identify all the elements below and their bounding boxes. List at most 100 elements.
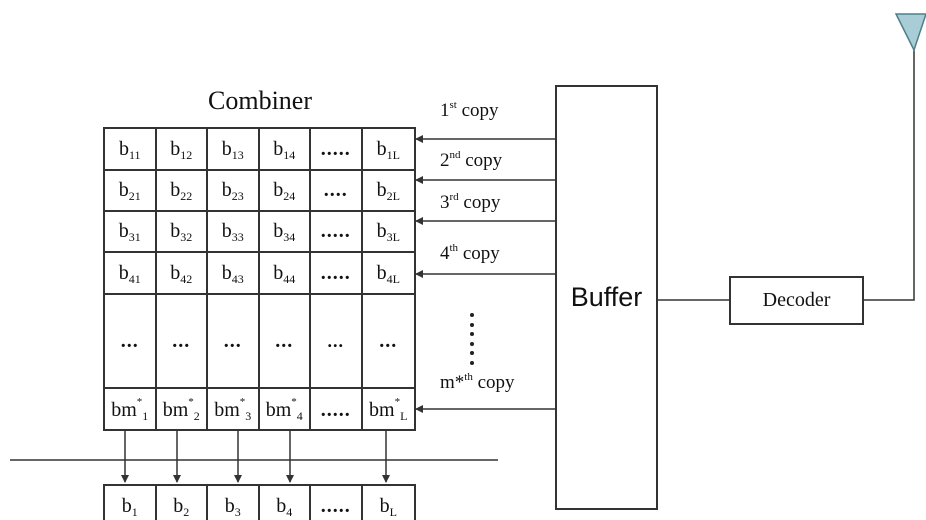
bit-subscript: 32 [180, 230, 193, 244]
combiner-cell-r5-c2: ... [156, 295, 208, 389]
combiner-cell-r6-c5: ..... [311, 389, 363, 431]
combiner-cell-r3-c5: ..... [311, 212, 363, 253]
bit-subscript: 4L [386, 271, 400, 286]
ellipsis-text: ... [223, 329, 242, 352]
bit-subscript: 11 [128, 147, 141, 162]
ellipsis-text: ..... [320, 494, 351, 517]
antenna-icon [894, 13, 926, 52]
copy-ordinal: nd [449, 149, 461, 161]
combiner-cell-r4-c5: ..... [311, 253, 363, 295]
ellipsis-text: ..... [320, 137, 351, 160]
ellipsis-text: ..... [320, 261, 351, 284]
bit-base: b [376, 137, 387, 160]
ellipsis-text: ... [379, 329, 398, 352]
bit-base: bm [369, 398, 395, 421]
bit-subscript: 43 [231, 271, 244, 286]
vertical-ellipsis [467, 313, 477, 365]
bit-base: b [118, 179, 129, 201]
bit-base: b [376, 179, 387, 201]
bit-base: bm [214, 398, 240, 421]
bit-subscript: 1 [142, 408, 149, 423]
ellipsis-text: .... [323, 179, 348, 201]
bit-base: b [170, 261, 181, 284]
bit-subscript: 33 [231, 230, 244, 244]
copy-ordinal: th [464, 371, 473, 383]
bit-base: b [118, 137, 129, 160]
bit-subscript: L [400, 408, 408, 423]
copy-label-4: 4th copy [440, 242, 500, 267]
bit-base: bm [265, 398, 292, 421]
bit-base: b [221, 261, 232, 284]
bit-base: b [170, 137, 181, 160]
bit-subscript: 23 [231, 189, 244, 203]
copy-number: 4 [440, 243, 450, 264]
bit-subscript: 2L [386, 189, 400, 203]
bit-subscript: 31 [128, 230, 141, 244]
bit-base: b [273, 261, 284, 284]
bit-superscript: * [394, 396, 401, 408]
output-cell-r1-c5: ..... [311, 486, 363, 520]
copy-word: copy [460, 150, 503, 171]
combiner-cell-r6-c2: bm*2 [157, 389, 208, 431]
ellipsis-text: ... [327, 330, 344, 351]
bit-subscript: 24 [283, 189, 296, 203]
bit-base: bm [162, 398, 189, 421]
bit-subscript: 3L [386, 230, 400, 244]
combiner-cell-r6-c4: bm*4 [260, 389, 311, 431]
decoder-antenna-line [864, 48, 915, 301]
bit-subscript: 1L [386, 147, 400, 162]
copy-word: copy [458, 192, 501, 213]
buffer-box: Buffer [555, 85, 658, 510]
copy-label-m: m*th copy [440, 371, 515, 396]
bit-base: b [379, 494, 390, 517]
ellipsis-text: ..... [320, 220, 351, 242]
bit-base: b [170, 179, 181, 201]
decoder-box: Decoder [729, 276, 864, 325]
combiner-cell-r5-c1: ... [105, 295, 157, 389]
bit-subscript: 1 [131, 504, 138, 519]
ellipsis-text: ... [120, 329, 139, 352]
combiner-title: Combiner [208, 86, 312, 115]
combiner-cell-r5-c3: ... [208, 295, 260, 389]
bit-base: b [224, 494, 235, 517]
bit-base: b [273, 179, 284, 201]
copy-label-3: 3rd copy [440, 191, 501, 216]
bit-subscript: 3 [234, 504, 241, 519]
copy-ordinal: st [449, 99, 457, 111]
ellipsis-text: ... [275, 329, 294, 352]
bit-base: b [118, 220, 129, 242]
copy-number: m* [440, 372, 465, 393]
bit-base: bm [111, 398, 137, 421]
bit-base: b [221, 179, 232, 201]
bit-base: b [221, 137, 232, 160]
buffer-label: Buffer [570, 282, 643, 312]
combiner-cell-r6-c3: bm*3 [208, 389, 260, 431]
bit-base: b [118, 261, 129, 284]
copy-word: copy [456, 100, 499, 121]
combiner-cell-r6-c1: bm*1 [105, 389, 157, 431]
bit-base: b [121, 494, 132, 517]
bit-superscript: * [136, 396, 143, 408]
bit-superscript: * [291, 396, 297, 408]
bit-subscript: 4 [286, 504, 293, 519]
bit-base: b [170, 220, 181, 242]
bit-subscript: 34 [283, 230, 296, 244]
